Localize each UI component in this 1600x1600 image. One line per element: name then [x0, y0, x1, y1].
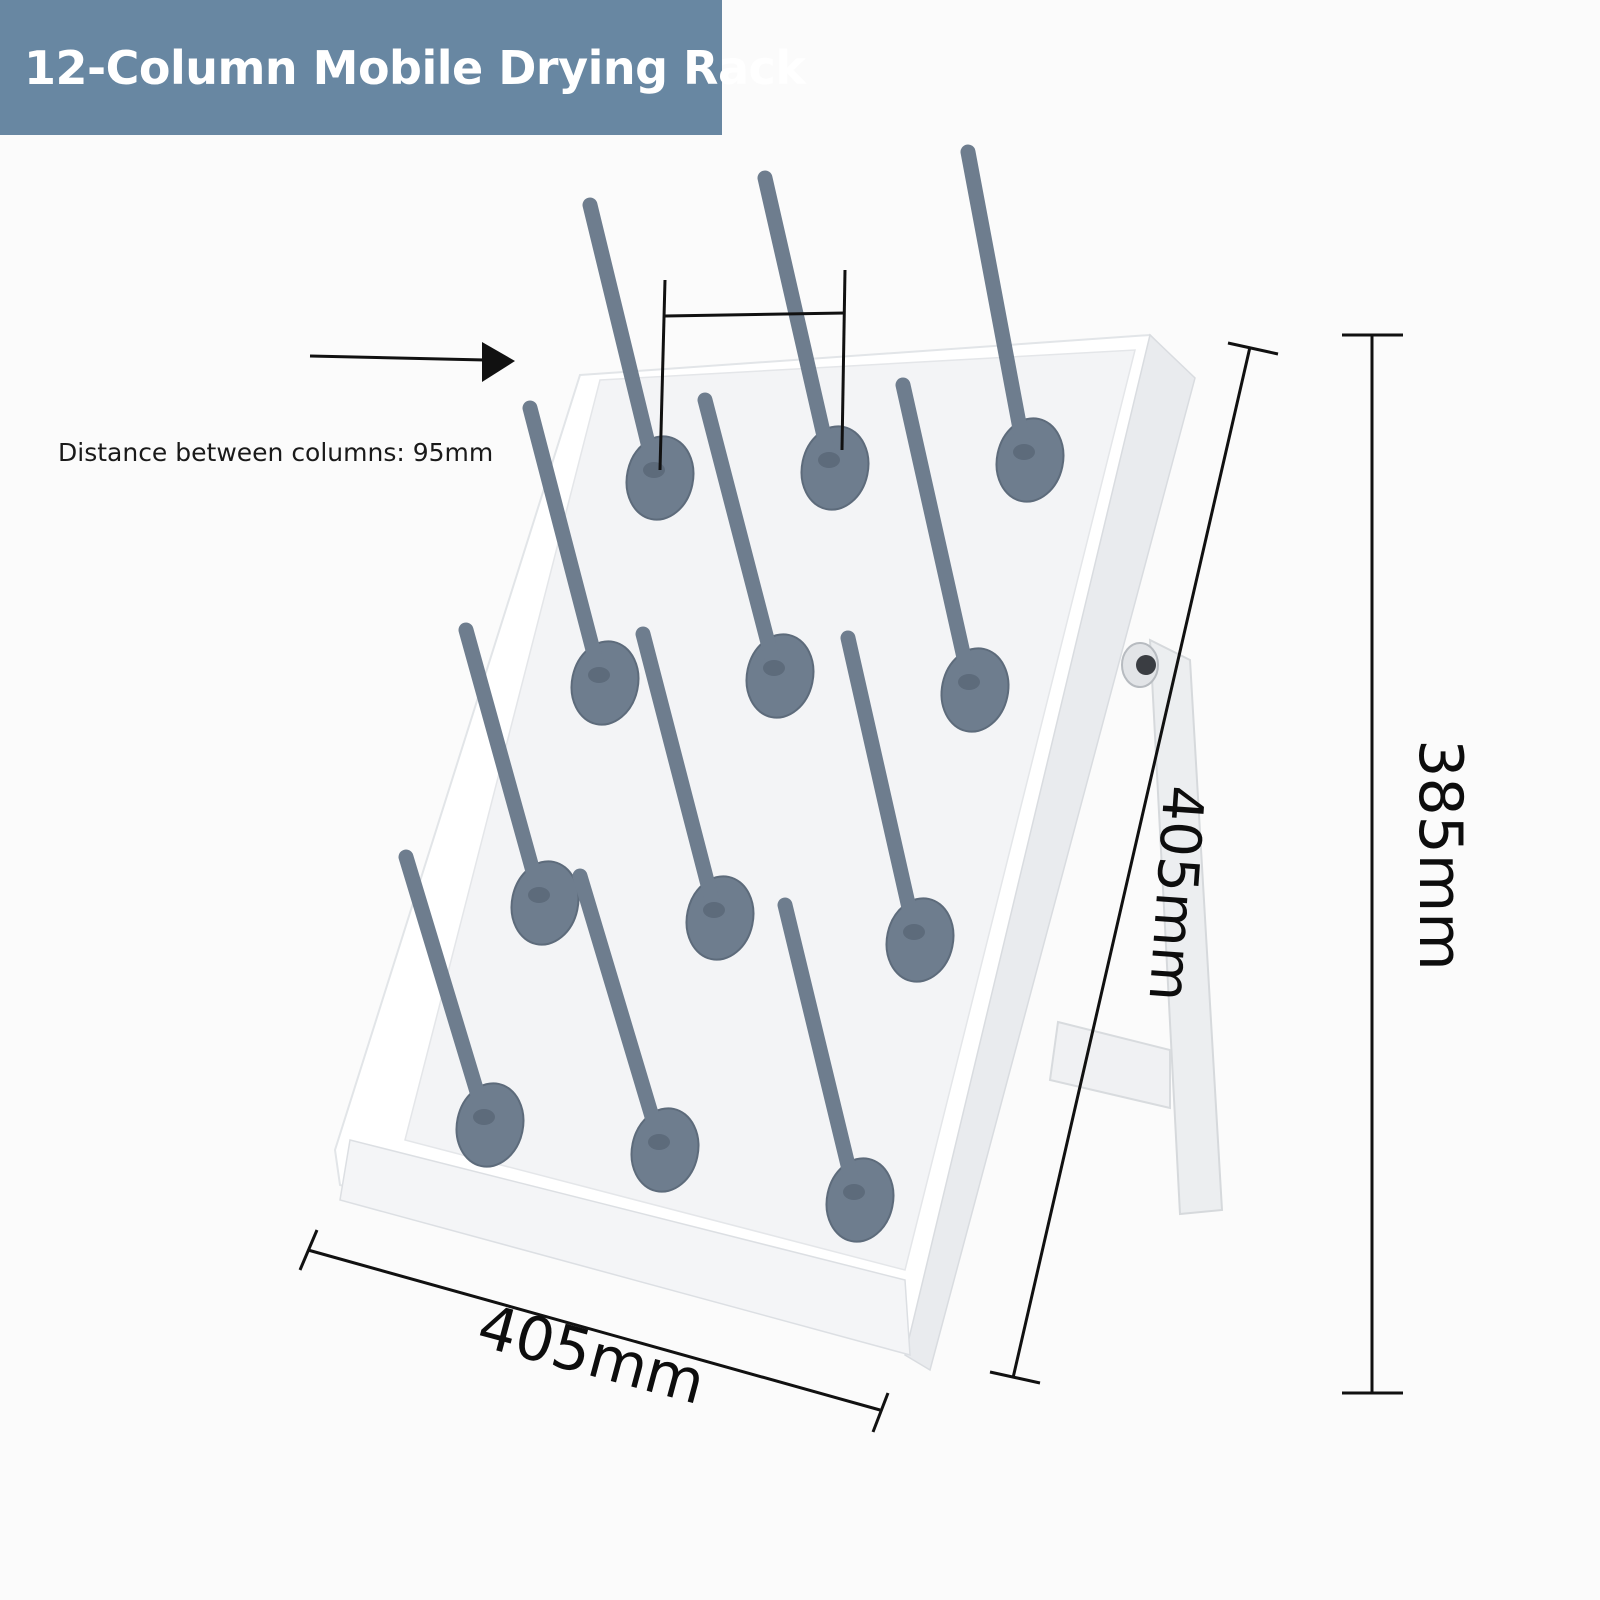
peg-rod	[960, 144, 1032, 458]
drying-peg	[458, 622, 580, 946]
peg-base	[570, 640, 640, 726]
peg-base-shadow	[473, 1109, 495, 1125]
drying-peg	[398, 849, 525, 1168]
peg-base-shadow	[903, 924, 925, 940]
peg-rod	[777, 897, 862, 1198]
peg-rod	[522, 400, 607, 681]
peg-rod	[458, 622, 547, 901]
drying-peg	[777, 897, 895, 1243]
peg-base-shadow	[528, 887, 550, 903]
peg-base-shadow	[763, 660, 785, 676]
peg-base	[885, 897, 955, 983]
arrow-right-icon	[309, 342, 515, 382]
drying-peg	[960, 144, 1065, 503]
drying-peg	[582, 197, 695, 521]
peg-rod	[582, 197, 662, 476]
drying-peg	[697, 392, 815, 719]
rack-stand-leg	[1148, 638, 1224, 1216]
drying-peg	[840, 630, 955, 983]
column-distance-marker	[658, 269, 847, 471]
height-dimension-line	[1342, 333, 1403, 1395]
peg-rod	[697, 392, 782, 674]
drying-peg	[635, 626, 755, 961]
peg-base-shadow	[843, 1184, 865, 1200]
peg-base-shadow	[643, 462, 665, 478]
peg-rod	[572, 868, 667, 1148]
peg-rod	[840, 630, 922, 938]
drying-peg	[895, 377, 1010, 733]
peg-base-shadow	[648, 1134, 670, 1150]
rack-bottom-ledge	[339, 1139, 911, 1356]
adjustment-knob-icon	[1121, 642, 1159, 688]
peg-base	[825, 1157, 895, 1243]
peg-base	[995, 417, 1065, 503]
peg-base-shadow	[958, 674, 980, 690]
rack-stand-crossbar	[1048, 1020, 1171, 1110]
drying-peg	[522, 400, 640, 726]
depth-dimension-line	[989, 341, 1279, 1385]
peg-base	[625, 435, 695, 521]
peg-base	[745, 633, 815, 719]
peg-group	[398, 144, 1065, 1243]
peg-rod	[398, 849, 492, 1123]
page-title: 12-Column Mobile Drying Rack	[24, 40, 806, 95]
title-banner: 12-Column Mobile Drying Rack	[0, 0, 806, 135]
peg-base-shadow	[588, 667, 610, 683]
peg-base-shadow	[703, 902, 725, 918]
drying-peg	[757, 170, 870, 511]
rack-frame-side	[904, 333, 1196, 1372]
peg-base	[685, 875, 755, 961]
column-spacing-label: Distance between columns: 95mm	[58, 438, 494, 467]
peg-base-shadow	[818, 452, 840, 468]
peg-rod	[757, 170, 837, 466]
drying-peg	[572, 868, 700, 1193]
peg-rod	[635, 626, 722, 916]
peg-base-shadow	[1013, 444, 1035, 460]
width-dimension-line	[298, 1229, 890, 1433]
peg-rod	[895, 377, 977, 688]
height-dimension-label: 385mm	[1405, 739, 1475, 971]
peg-base	[940, 647, 1010, 733]
